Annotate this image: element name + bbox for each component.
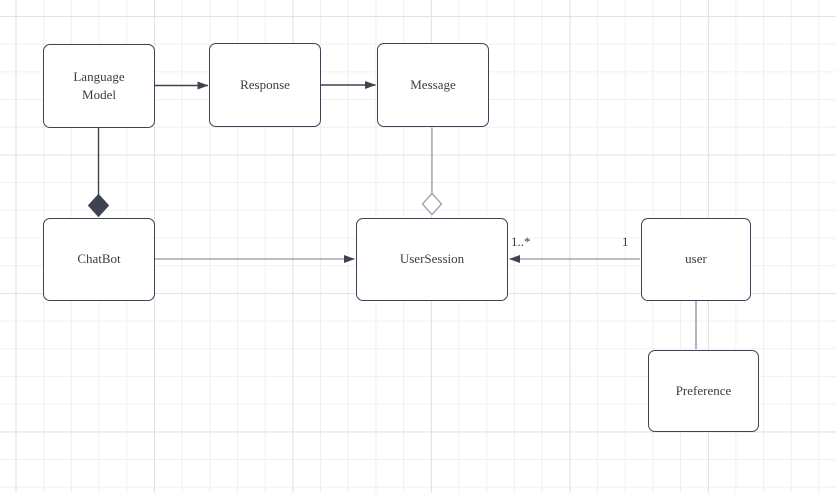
node-usersession[interactable]: UserSession [356,218,508,301]
node-user[interactable]: user [641,218,751,301]
edge-languagemodel-chatbot-composition[interactable] [87,127,110,218]
filled-diamond-icon [87,193,110,218]
node-label: Language Model [73,68,125,102]
node-label: Preference [675,382,732,398]
node-response[interactable]: Response [209,43,321,127]
node-label: UserSession [399,251,465,267]
edge-label-multiplicity-target[interactable]: 1..* [510,234,532,250]
hollow-diamond-icon [421,192,443,216]
node-chatbot[interactable]: ChatBot [43,218,155,301]
node-label: Response [240,76,290,92]
node-message[interactable]: Message [377,43,489,127]
node-preference[interactable]: Preference [648,350,759,432]
node-label: user [685,251,707,267]
node-label: Message [410,76,456,92]
node-label: ChatBot [77,251,121,267]
edge-label-multiplicity-source[interactable]: 1 [621,234,630,250]
node-language-model[interactable]: Language Model [43,44,155,128]
edge-message-usersession-aggregation[interactable] [421,127,443,216]
